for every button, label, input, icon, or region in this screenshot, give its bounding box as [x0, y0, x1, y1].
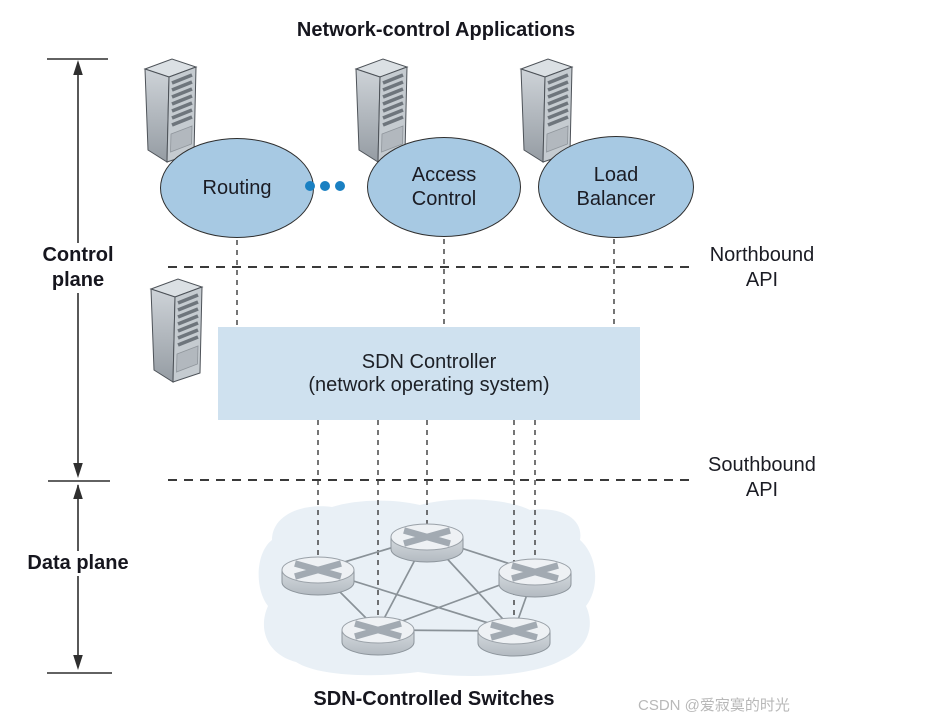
controller-title: SDN Controller — [361, 350, 497, 373]
northbound-api-label: Northbound API — [709, 244, 815, 291]
sdn-switch-icon — [282, 557, 354, 595]
app-label-load-balancer: Load Balancer — [576, 164, 656, 210]
server-tower-icon — [143, 57, 198, 164]
data-plane-label: Data plane — [16, 551, 140, 576]
sdn-switch-icon — [342, 617, 414, 655]
switches-caption: SDN-Controlled Switches — [313, 688, 555, 710]
app-ellipse-routing: Routing — [160, 138, 314, 238]
figure-title: Network-control Applications — [296, 19, 576, 41]
control-plane-label: Control plane — [16, 243, 140, 293]
southbound-api-label: Southbound API — [708, 454, 816, 501]
server-tower-icon — [519, 57, 574, 164]
sdn-controller-box: SDN Controller (network operating system… — [218, 327, 640, 420]
server-tower-icon — [149, 277, 204, 384]
watermark: CSDN @爱寂寞的时光 — [638, 697, 790, 714]
app-ellipse-load-balancer: Load Balancer — [538, 136, 694, 238]
app-label-routing: Routing — [202, 177, 272, 199]
controller-subtitle: (network operating system) — [308, 373, 550, 396]
sdn-switch-icon — [391, 524, 463, 562]
ellipsis-dots-icon — [305, 181, 345, 191]
app-ellipse-access-control: Access Control — [367, 137, 521, 237]
app-controller-connectors — [236, 239, 615, 327]
data-plane-arrow — [47, 484, 112, 674]
app-label-access-control: Access Control — [411, 164, 477, 210]
sdn-switch-icon — [478, 618, 550, 656]
sdn-switch-icon — [499, 559, 571, 597]
